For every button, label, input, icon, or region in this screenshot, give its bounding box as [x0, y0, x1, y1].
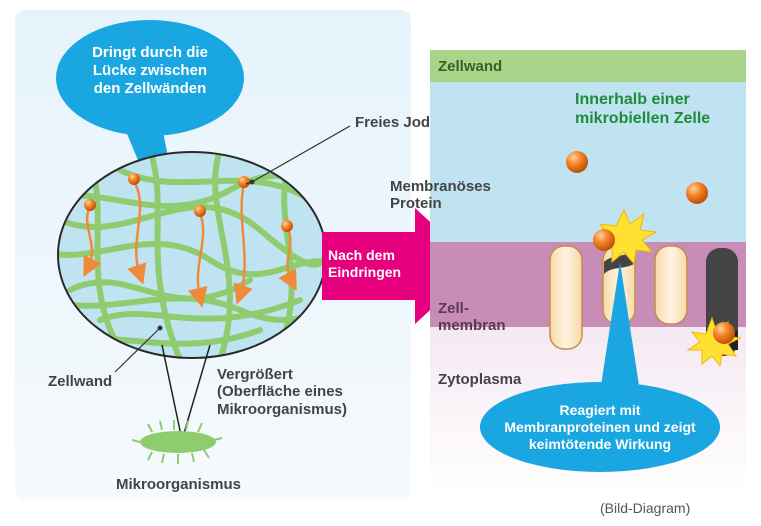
cell-wall-label-left: Zellwand: [48, 373, 112, 390]
microorganism-label: Mikroorganismus: [116, 476, 241, 493]
iodine-particle-icon: [593, 229, 615, 251]
cell-wall-band-label: Zellwand: [438, 58, 502, 75]
iodine-particle-icon: [713, 322, 735, 344]
caption: (Bild-Diagram): [600, 500, 690, 516]
iodine-particle-icon: [194, 205, 206, 217]
membrane-protein-3: [655, 246, 687, 324]
iodine-particle-icon: [128, 173, 140, 185]
enlarged-label: Vergrößert (Oberfläche eines Mikroorgani…: [217, 366, 347, 418]
iodine-particle-icon: [238, 176, 250, 188]
cytoplasm-label: Zytoplasma: [438, 371, 521, 388]
transition-arrow-label: Nach dem Eindringen: [328, 247, 418, 281]
iodine-particle-icon: [281, 220, 293, 232]
iodine-particle-icon: [84, 199, 96, 211]
cell-membrane-label: Zell- membran: [438, 300, 506, 335]
free-iodine-label: Freies Jod: [355, 114, 430, 131]
membrane-protein-1: [550, 246, 582, 349]
iodine-particle-icon: [686, 182, 708, 204]
membrane-protein-label: Membranöses Protein: [390, 178, 491, 213]
inside-cell-label: Innerhalb einer mikrobiellen Zelle: [575, 90, 710, 128]
top-bubble-text: Dringt durch die Lücke zwischen den Zell…: [70, 44, 230, 98]
bottom-bubble-text: Reagiert mit Membranproteinen und zeigt …: [480, 402, 720, 452]
iodine-particle-icon: [566, 151, 588, 173]
